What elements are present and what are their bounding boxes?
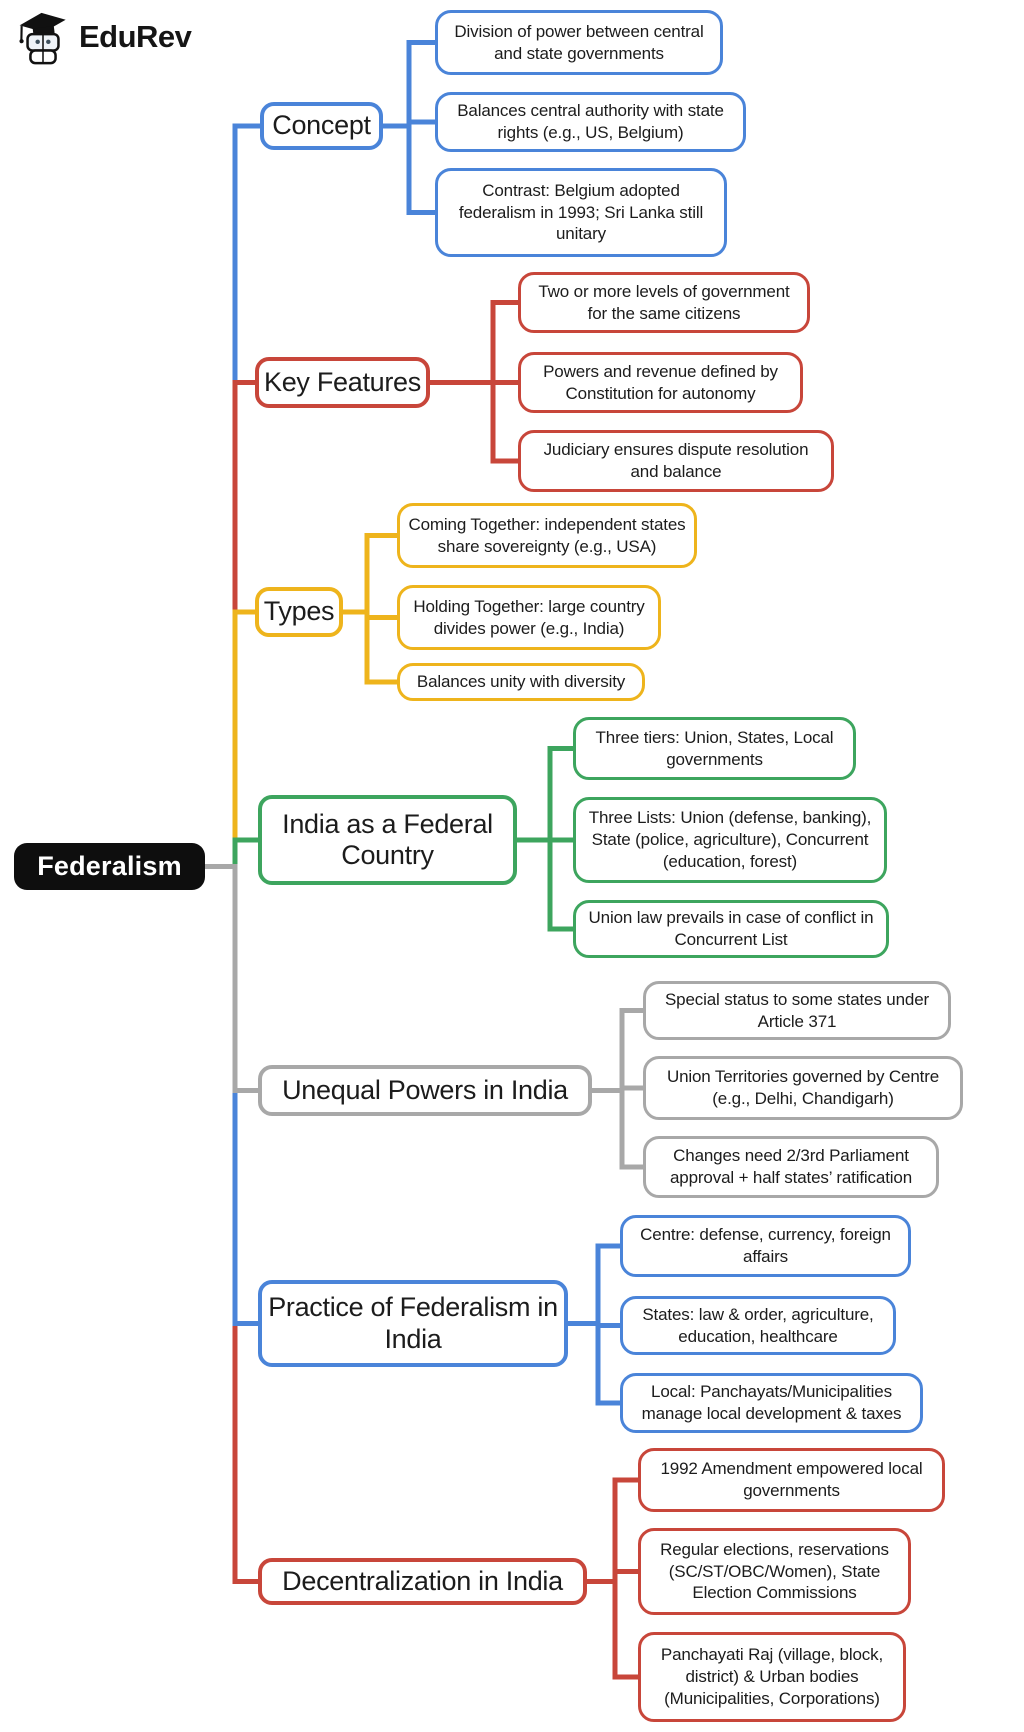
leaf-node-key-features-1: Two or more levels of government for the…	[518, 272, 810, 333]
branch-node-india-as-a-federal-country: India as a Federal Country	[258, 795, 517, 885]
leaf-node-practice-of-federalism-in-india-2: States: law & order, agriculture, educat…	[620, 1296, 896, 1355]
branch-node-unequal-powers-in-india: Unequal Powers in India	[258, 1065, 592, 1116]
edurev-logo: EduRev	[14, 8, 192, 66]
leaf-node-types-2: Holding Together: large country divides …	[397, 585, 661, 650]
leaf-node-practice-of-federalism-in-india-1: Centre: defense, currency, foreign affai…	[620, 1215, 911, 1277]
leaf-node-concept-2: Balances central authority with state ri…	[435, 92, 746, 152]
branch-node-practice-of-federalism-in-india: Practice of Federalism in India	[258, 1280, 568, 1367]
leaf-node-types-1: Coming Together: independent states shar…	[397, 503, 697, 568]
branch-node-key-features: Key Features	[255, 357, 430, 408]
edurev-logo-icon	[19, 12, 66, 65]
leaf-node-key-features-3: Judiciary ensures dispute resolution and…	[518, 430, 834, 492]
leaf-node-practice-of-federalism-in-india-3: Local: Panchayats/Municipalities manage …	[620, 1373, 923, 1433]
leaf-node-concept-1: Division of power between central and st…	[435, 10, 723, 75]
leaf-node-unequal-powers-in-india-2: Union Territories governed by Centre (e.…	[643, 1056, 963, 1120]
leaf-node-types-3: Balances unity with diversity	[397, 663, 645, 701]
edurev-logo-text: EduRev	[79, 19, 192, 54]
leaf-node-india-as-a-federal-country-2: Three Lists: Union (defense, banking), S…	[573, 797, 887, 883]
leaf-node-decentralization-in-india-3: Panchayati Raj (village, block, district…	[638, 1632, 906, 1722]
branch-node-concept: Concept	[260, 102, 383, 150]
leaf-node-india-as-a-federal-country-3: Union law prevails in case of conflict i…	[573, 900, 889, 958]
leaf-node-unequal-powers-in-india-1: Special status to some states under Arti…	[643, 981, 951, 1040]
branch-node-decentralization-in-india: Decentralization in India	[258, 1558, 587, 1605]
leaf-node-india-as-a-federal-country-1: Three tiers: Union, States, Local govern…	[573, 717, 856, 780]
leaf-node-decentralization-in-india-2: Regular elections, reservations (SC/ST/O…	[638, 1528, 911, 1615]
leaf-node-key-features-2: Powers and revenue defined by Constituti…	[518, 352, 803, 413]
leaf-node-concept-3: Contrast: Belgium adopted federalism in …	[435, 168, 727, 257]
leaf-node-decentralization-in-india-1: 1992 Amendment empowered local governmen…	[638, 1448, 945, 1512]
branch-node-types: Types	[255, 587, 343, 637]
leaf-node-unequal-powers-in-india-3: Changes need 2/3rd Parliament approval +…	[643, 1136, 939, 1198]
root-node-federalism: Federalism	[14, 843, 205, 890]
